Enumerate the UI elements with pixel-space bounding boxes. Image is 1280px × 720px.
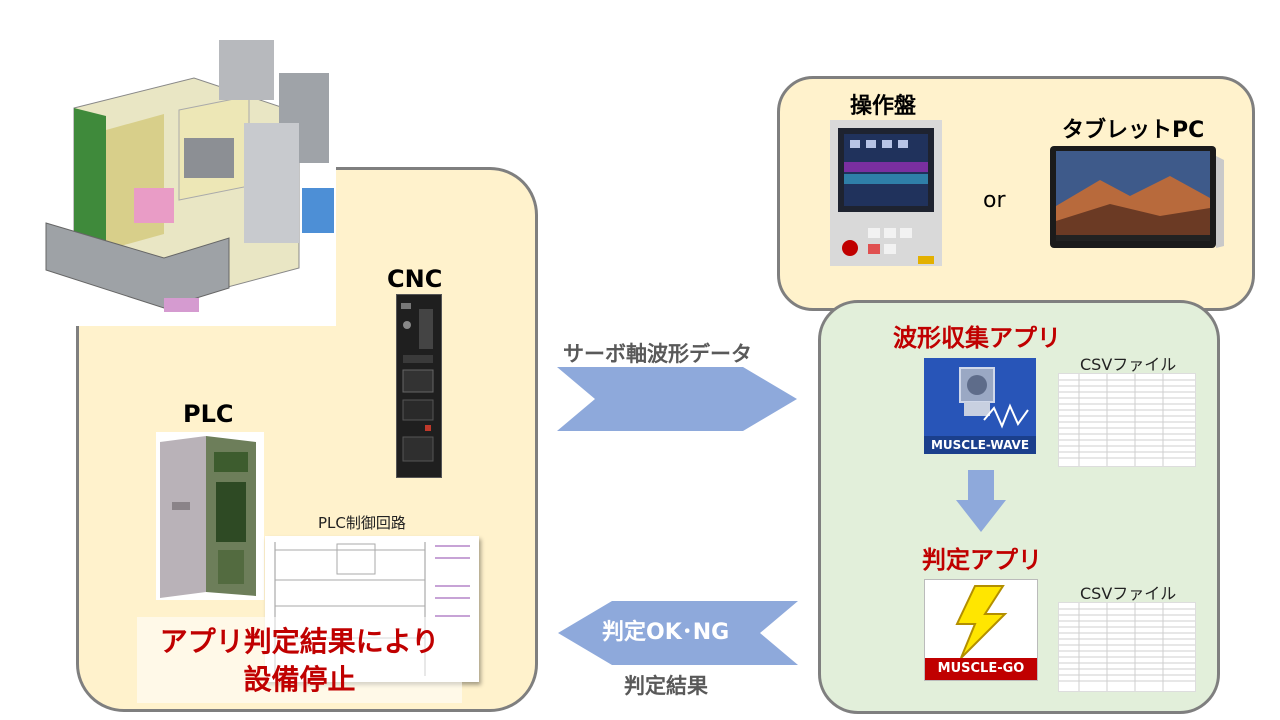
- stop-message-line2: 設備停止: [243, 663, 356, 696]
- servo-data-label: サーボ軸波形データ: [563, 342, 752, 366]
- operator-panel-image: [830, 120, 942, 266]
- muscle-wave-icon: MUSCLE-WAVE: [924, 358, 1036, 454]
- judge-csv-label: CSVファイル: [1080, 584, 1177, 603]
- plc-circuit-label: PLC制御回路: [318, 514, 406, 532]
- cnc-module: [396, 294, 442, 478]
- plc-unit: [156, 432, 264, 600]
- tablet-title: タブレットPC: [1062, 118, 1205, 143]
- waveform-app-title: 波形収集アプリ: [893, 324, 1061, 352]
- tablet-image: [1050, 146, 1224, 250]
- muscle-go-caption: MUSCLE-GO: [925, 658, 1037, 680]
- cnc-title: CNC: [387, 265, 443, 293]
- arrow-to-app: [557, 367, 797, 431]
- muscle-wave-caption: MUSCLE-WAVE: [924, 436, 1036, 454]
- muscle-go-icon: MUSCLE-GO: [924, 579, 1038, 681]
- stop-message-box: [137, 617, 462, 703]
- judge-result-label: 判定結果: [624, 674, 708, 698]
- judge-csv-sheet: [1058, 602, 1196, 692]
- down-arrow: [956, 470, 1006, 532]
- or-text: or: [983, 188, 1006, 213]
- judge-ok-ng-label: 判定OK･NG: [602, 620, 730, 645]
- waveform-csv-sheet: [1058, 373, 1196, 467]
- hmi-panel-title: 操作盤: [850, 94, 917, 119]
- judge-app-title: 判定アプリ: [922, 546, 1042, 574]
- machine-illustration: [44, 38, 336, 326]
- arrow-to-plc: [558, 601, 798, 665]
- waveform-csv-label: CSVファイル: [1080, 355, 1177, 374]
- stop-message-line1: アプリ判定結果により: [159, 625, 440, 658]
- plc-title: PLC: [183, 400, 234, 428]
